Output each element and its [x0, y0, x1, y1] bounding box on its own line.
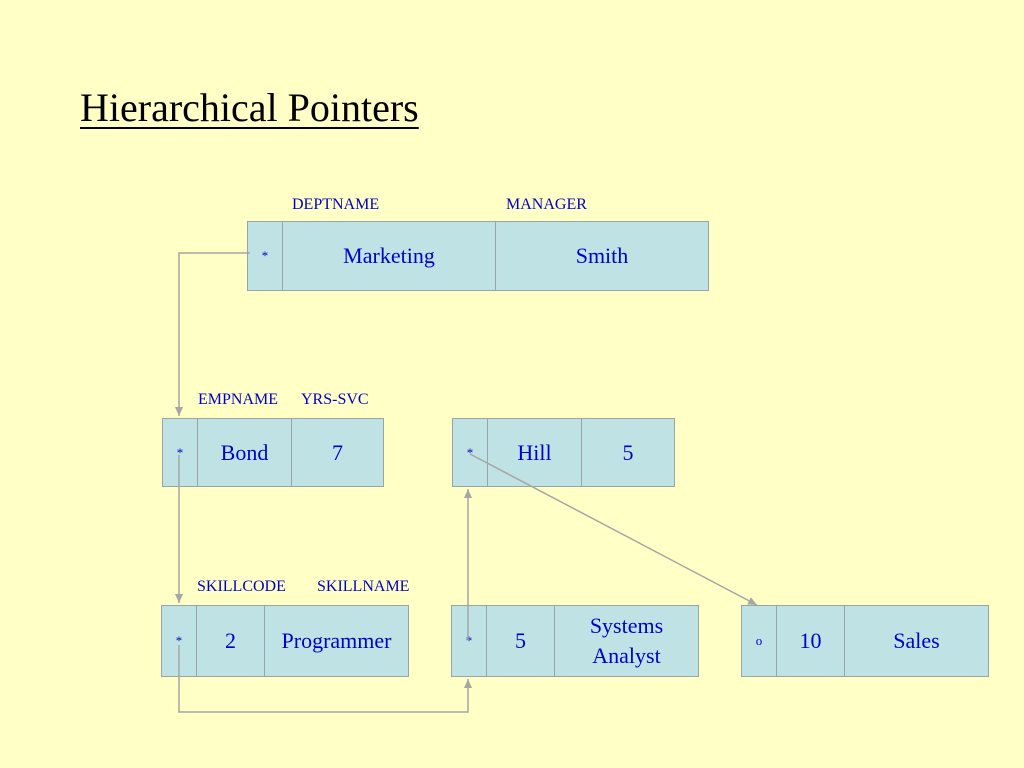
emp-record-bond: * Bond 7	[162, 418, 384, 487]
deptname-cell: Marketing	[283, 222, 496, 290]
pointer-cell: o	[742, 606, 777, 676]
label-yrs-svc: YRS-SVC	[301, 391, 369, 408]
label-deptname: DEPTNAME	[292, 196, 380, 213]
skillcode-cell: 2	[197, 606, 265, 676]
slide-title: Hierarchical Pointers	[80, 85, 419, 130]
skill-record-programmer: * 2 Programmer	[161, 605, 409, 677]
pointer-cell: *	[162, 606, 197, 676]
pointer-cell: *	[163, 419, 198, 486]
skill-record-sales: o 10 Sales	[741, 605, 989, 677]
skill-record-systems-analyst: * 5 Systems Analyst	[451, 605, 699, 677]
empname-cell: Bond	[198, 419, 292, 486]
yrs-svc-cell: 5	[622, 439, 634, 465]
skillname-cell: Systems Analyst	[589, 613, 664, 668]
label-skillcode: SKILLCODE	[197, 578, 286, 595]
manager-cell: Smith	[575, 243, 629, 269]
yrs-svc-cell: 7	[332, 439, 343, 465]
emp-record-hill: * Hill 5	[452, 418, 675, 487]
pointer-cell: *	[248, 222, 283, 290]
pointer-cell: *	[453, 419, 488, 486]
empname-cell: Hill	[488, 419, 582, 486]
skillcode-cell: 5	[487, 606, 555, 676]
pointer-cell: *	[452, 606, 487, 676]
label-empname: EMPNAME	[198, 391, 279, 408]
label-skillname: SKILLNAME	[317, 578, 410, 595]
skillname-cell: Sales	[893, 628, 940, 654]
label-manager: MANAGER	[506, 196, 587, 213]
skillcode-cell: 10	[777, 606, 845, 676]
dept-record-marketing: * Marketing Smith	[247, 221, 709, 291]
skillname-cell: Programmer	[281, 628, 392, 654]
